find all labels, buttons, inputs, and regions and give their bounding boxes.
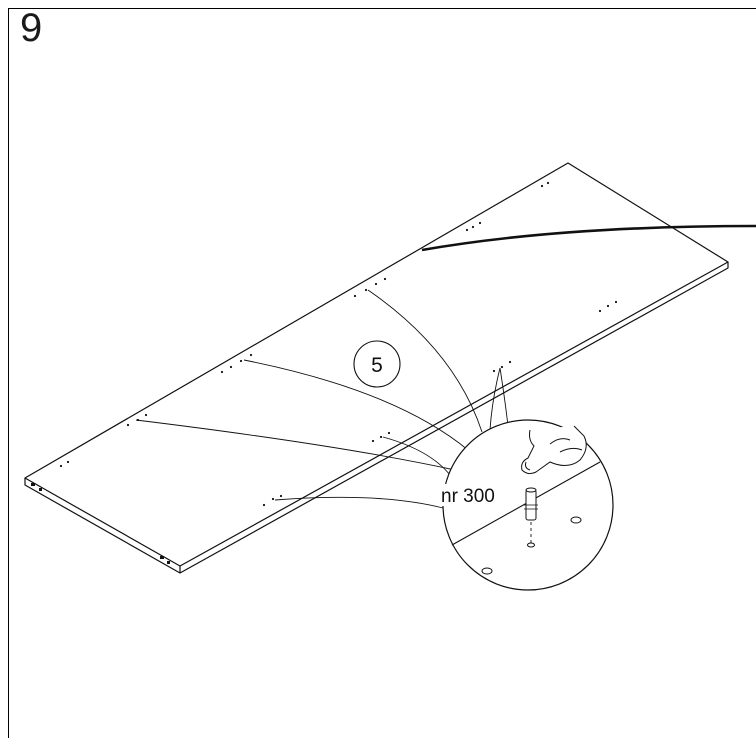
edge-holes [31, 483, 170, 564]
board-left-edge [24, 478, 181, 574]
quantity-circle [353, 340, 401, 388]
hole-dots [59, 181, 618, 507]
dowel-pin [524, 487, 538, 521]
part-label: nr 300 [441, 486, 495, 507]
pointer-lines [135, 289, 509, 509]
instruction-frame [8, 8, 756, 738]
quantity-label: 5 [371, 354, 383, 377]
step-number: 9 [20, 6, 43, 50]
board-front-edge [179, 262, 729, 574]
hand-icon [521, 425, 587, 475]
leader-line [421, 224, 756, 252]
